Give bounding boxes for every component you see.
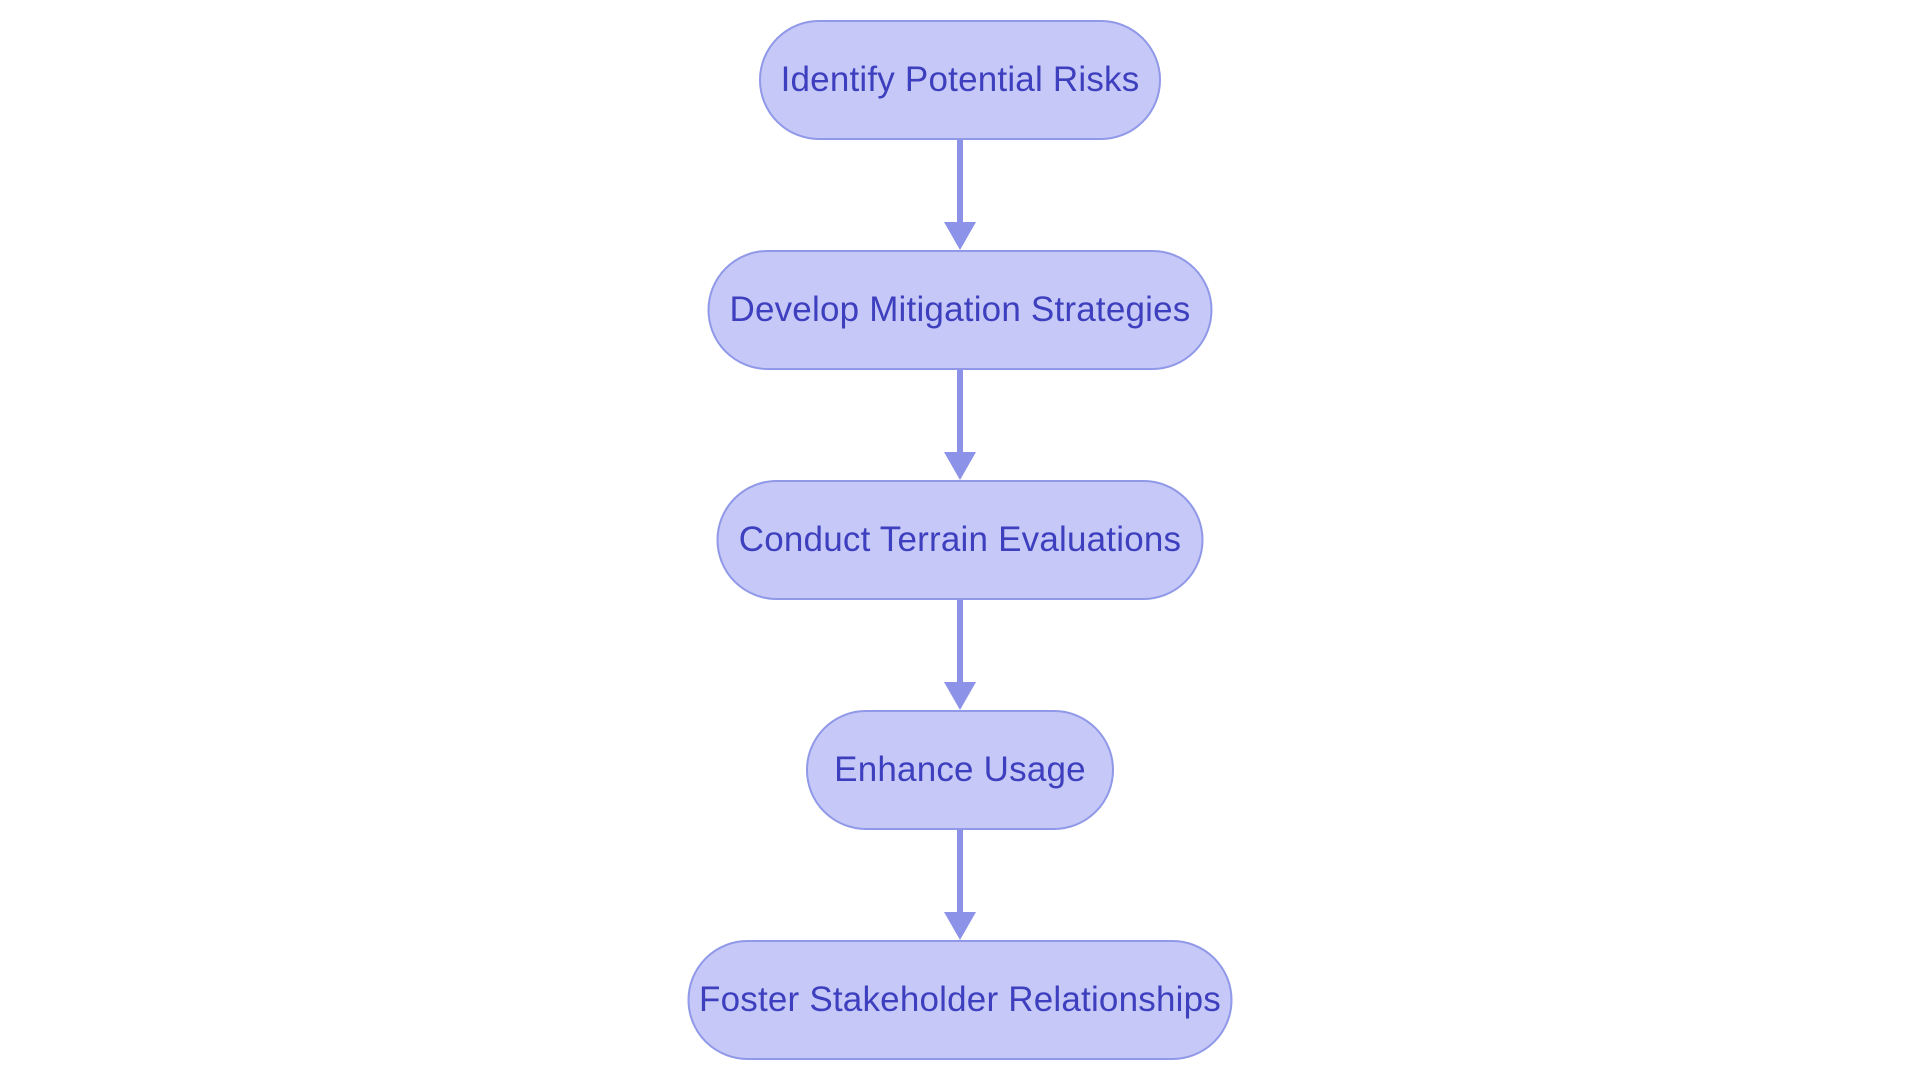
arrow-head-icon: [944, 682, 976, 710]
flow-node-enhance-usage: Enhance Usage: [806, 710, 1114, 830]
flow-node-conduct-terrain-evaluations: Conduct Terrain Evaluations: [716, 480, 1204, 600]
flow-node-develop-mitigation-strategies: Develop Mitigation Strategies: [707, 250, 1213, 370]
arrow-head-icon: [944, 452, 976, 480]
flow-arrow-3-4: [944, 600, 976, 710]
arrow-shaft: [957, 830, 963, 912]
flow-node-label: Conduct Terrain Evaluations: [738, 520, 1182, 559]
flow-node-label: Foster Stakeholder Relationships: [699, 980, 1221, 1019]
flow-node-label: Enhance Usage: [834, 750, 1086, 789]
flow-arrow-4-5: [944, 830, 976, 940]
flow-node-identify-potential-risks: Identify Potential Risks: [759, 20, 1161, 140]
flow-node-label: Develop Mitigation Strategies: [729, 290, 1191, 329]
flow-node-foster-stakeholder-relationships: Foster Stakeholder Relationships: [687, 940, 1233, 1060]
arrow-shaft: [957, 600, 963, 682]
flow-node-label: Identify Potential Risks: [780, 60, 1140, 99]
flow-arrow-2-3: [944, 370, 976, 480]
arrow-head-icon: [944, 222, 976, 250]
arrow-head-icon: [944, 912, 976, 940]
flow-arrow-1-2: [944, 140, 976, 250]
arrow-shaft: [957, 370, 963, 452]
arrow-shaft: [957, 140, 963, 222]
